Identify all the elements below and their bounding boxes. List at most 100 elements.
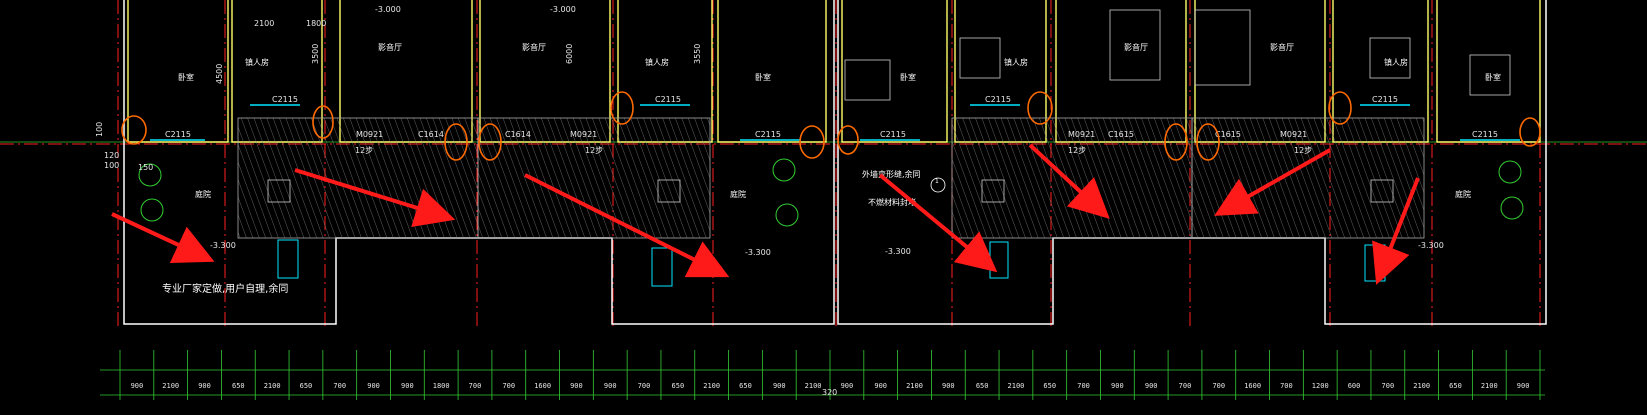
bottom-dim-label: 900 — [401, 382, 414, 390]
window-label-c2115-3: C2115 — [655, 95, 681, 104]
bottom-dim-label: 650 — [976, 382, 989, 390]
bottom-dim-label: 700 — [333, 382, 346, 390]
door-label-m0921-1: M0921 — [356, 130, 383, 139]
bottom-dim-label: 1600 — [534, 382, 551, 390]
room-audio-hall-2: 影音厅 — [522, 42, 546, 52]
bottom-dim-label: 900 — [1111, 382, 1124, 390]
bottom-dim-label: 700 — [1382, 382, 1395, 390]
bottom-dim-label: 2100 — [703, 382, 720, 390]
elevation-2: -3.000 — [550, 5, 576, 14]
step-label-1: 12步 — [355, 146, 373, 155]
bottom-dim-label: 900 — [570, 382, 583, 390]
room-audio-hall-4: 影音厅 — [1270, 42, 1294, 52]
bottom-dim-label: 900 — [874, 382, 887, 390]
furniture — [267, 9, 1511, 203]
room-second-bedroom-1: 镇人房 — [245, 57, 269, 67]
window-label-c2115-7: C2115 — [1372, 95, 1398, 104]
bottom-dim-label: 1800 — [433, 382, 450, 390]
window-label-c1615-1: C1615 — [1108, 130, 1134, 139]
elevation-1: -3.000 — [375, 5, 401, 14]
stairs — [277, 239, 1386, 287]
markup-circles — [121, 91, 1541, 161]
bottom-dim-label: 700 — [1077, 382, 1090, 390]
bottom-dim-label: 900 — [604, 382, 617, 390]
bottom-dim-label: 700 — [1212, 382, 1225, 390]
room-second-bedroom-3: 镇人房 — [1004, 57, 1028, 67]
dim-6000: 6000 — [565, 44, 574, 64]
window-label-c1615-2: C1615 — [1215, 130, 1241, 139]
section-mark-label: 1 — [935, 178, 939, 185]
dim-3500-1: 3500 — [311, 44, 320, 64]
elevation-3: -3.300 — [210, 241, 236, 250]
bottom-dim-label: 650 — [672, 382, 685, 390]
bottom-dim-label: 900 — [131, 382, 144, 390]
bottom-dim-label: 650 — [1043, 382, 1056, 390]
wall-note: 外墙变形缝,余同 — [862, 169, 921, 179]
bottom-dim-label: 900 — [773, 382, 786, 390]
dim-2100: 2100 — [254, 19, 274, 28]
dim-4500: 4500 — [215, 64, 224, 84]
room-courtyard-3: 庭院 — [1455, 189, 1471, 199]
room-bedroom-2: 卧室 — [755, 72, 771, 82]
room-courtyard-2: 庭院 — [730, 189, 746, 199]
window-label-c2115-2: C2115 — [272, 95, 298, 104]
bottom-dim-label: 650 — [300, 382, 313, 390]
window-label-c2115-5: C2115 — [880, 130, 906, 139]
bottom-dim-label: 900 — [1517, 382, 1530, 390]
bottom-dim-label: 1600 — [1244, 382, 1261, 390]
bottom-dim-ticks — [119, 350, 1541, 400]
step-label-3: 12步 — [1068, 146, 1086, 155]
elevation-4: -3.300 — [745, 248, 771, 257]
bottom-dim-label: 650 — [232, 382, 245, 390]
bottom-dim-label: 2100 — [1413, 382, 1430, 390]
step-label-4: 12步 — [1294, 146, 1312, 155]
bottom-dim-label: 700 — [1179, 382, 1192, 390]
axis-lines — [117, 0, 1541, 330]
terrace-hatch — [237, 117, 1425, 239]
room-bedroom-4: 卧室 — [1485, 72, 1501, 82]
bottom-dim-lines — [100, 369, 1545, 396]
dim-1800: 1800 — [306, 19, 326, 28]
axis-offset-1: 100 — [95, 122, 104, 137]
bottom-dim-label: 2100 — [906, 382, 923, 390]
room-bedroom-1: 卧室 — [178, 72, 194, 82]
bottom-dim-label: 2100 — [162, 382, 179, 390]
axis-offset-3: 100 — [104, 161, 119, 170]
center-label: 320 — [822, 388, 837, 397]
elevation-5: -3.300 — [885, 247, 911, 256]
window-label-c2115-4: C2115 — [755, 130, 781, 139]
room-second-bedroom-2: 镇人房 — [645, 57, 669, 67]
window-label-c2115-1: C2115 — [165, 130, 191, 139]
elevation-6: -3.300 — [1418, 241, 1444, 250]
vendor-note: 专业厂家定做,用户自理,余同 — [162, 282, 288, 295]
room-second-bedroom-4: 镇人房 — [1384, 57, 1408, 67]
bottom-dim-label: 1200 — [1312, 382, 1329, 390]
bottom-dim-texts: 900 2100 900 650 2100 650 700 900 900 1800 700 700 1… — [131, 382, 1530, 390]
bottom-dim-label: 650 — [1449, 382, 1462, 390]
trees — [138, 158, 1524, 227]
windows — [150, 104, 1520, 141]
bottom-dim-label: 900 — [841, 382, 854, 390]
bottom-dim-label: 900 — [198, 382, 211, 390]
bottom-dim-label: 700 — [638, 382, 651, 390]
room-audio-hall-1: 影音厅 — [378, 42, 402, 52]
wall-note-2: 不燃材料封堵 — [868, 197, 916, 207]
room-courtyard-1: 庭院 — [195, 189, 211, 199]
bottom-dim-label: 2100 — [805, 382, 822, 390]
bottom-dim-label: 900 — [1145, 382, 1158, 390]
bottom-dim-label: 2100 — [264, 382, 281, 390]
axis-offset-2: 150 — [138, 163, 153, 172]
door-label-m0921-3: M0921 — [1068, 130, 1095, 139]
door-label-m0921-4: M0921 — [1280, 130, 1307, 139]
axis-offset-4: 120 — [104, 151, 119, 160]
bottom-dim-label: 600 — [1348, 382, 1361, 390]
bottom-dim-label: 700 — [502, 382, 515, 390]
bottom-dim-label: 650 — [739, 382, 752, 390]
step-label-2: 12步 — [585, 146, 603, 155]
bottom-dim-label: 2100 — [1481, 382, 1498, 390]
section-mark — [930, 177, 946, 193]
room-bedroom-3: 卧室 — [900, 72, 916, 82]
red-arrows — [111, 143, 1420, 285]
bottom-dim-label: 700 — [469, 382, 482, 390]
